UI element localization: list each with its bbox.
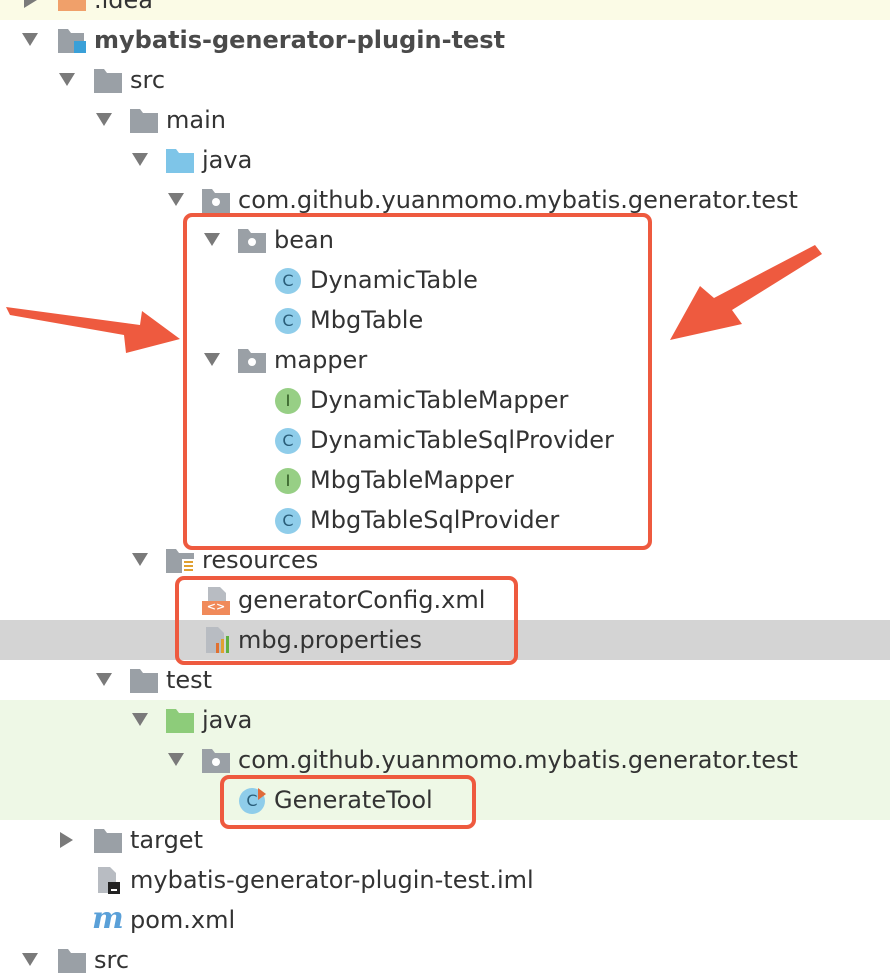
tree-row-idea[interactable]: .idea [0, 0, 890, 20]
tree-row-generator-config[interactable]: <> generatorConfig.xml [0, 580, 890, 620]
tree-item-label: com.github.yuanmomo.mybatis.generator.te… [238, 186, 798, 214]
folder-icon [58, 947, 86, 973]
tree-item-label: src [94, 946, 130, 974]
tree-row-dynamic-table[interactable]: C DynamicTable [0, 260, 890, 300]
tree-item-label: main [166, 106, 226, 134]
tree-item-label: java [202, 706, 253, 734]
tree-row-mbg-table-mapper[interactable]: I MbgTableMapper [0, 460, 890, 500]
package-icon [202, 747, 230, 773]
collapse-arrow-icon[interactable] [204, 233, 220, 246]
red-arrow-right-icon [670, 245, 822, 340]
tree-row-src[interactable]: src [0, 60, 890, 100]
collapse-arrow-icon[interactable] [168, 193, 184, 206]
folder-icon [94, 827, 122, 853]
tree-row-main[interactable]: main [0, 100, 890, 140]
xml-file-icon: <> [202, 587, 230, 615]
runnable-class-icon: C [238, 787, 266, 814]
tree-item-label: mybatis-generator-plugin-test.iml [130, 866, 534, 894]
collapse-arrow-icon[interactable] [132, 553, 148, 566]
highlight-box-generate-tool [220, 775, 476, 829]
tree-item-label: MbgTableMapper [310, 466, 514, 494]
class-icon: C [274, 507, 302, 534]
folder-icon [130, 107, 158, 133]
interface-icon: I [274, 387, 302, 414]
tree-row-mbg-table[interactable]: C MbgTable [0, 300, 890, 340]
folder-icon [94, 67, 122, 93]
tree-item-label: bean [274, 226, 334, 254]
class-icon: C [274, 267, 302, 294]
class-icon: C [274, 307, 302, 334]
tree-row-generate-tool[interactable]: C GenerateTool [0, 780, 890, 820]
package-icon [238, 227, 266, 253]
collapse-arrow-icon[interactable] [168, 753, 184, 766]
collapse-arrow-icon[interactable] [204, 353, 220, 366]
tree-item-label: java [202, 146, 253, 174]
tree-row-mbg-properties[interactable]: mbg.properties [0, 620, 890, 660]
tree-row-bean[interactable]: bean [0, 220, 890, 260]
source-folder-icon [166, 147, 194, 173]
tree-row-dynamic-table-sql-provider[interactable]: C DynamicTableSqlProvider [0, 420, 890, 460]
collapse-arrow-icon[interactable] [132, 153, 148, 166]
tree-row-target[interactable]: target [0, 820, 890, 860]
module-folder-icon [58, 27, 86, 53]
tree-row-package-test[interactable]: com.github.yuanmomo.mybatis.generator.te… [0, 740, 890, 780]
tree-item-label: resources [202, 546, 319, 574]
resources-folder-icon [166, 547, 194, 573]
tree-row-iml[interactable]: mybatis-generator-plugin-test.iml [0, 860, 890, 900]
collapse-arrow-icon[interactable] [22, 33, 38, 46]
tree-row-pom[interactable]: m pom.xml [0, 900, 890, 940]
tree-row-resources[interactable]: resources [0, 540, 890, 580]
collapse-arrow-icon[interactable] [132, 713, 148, 726]
class-icon: C [274, 427, 302, 454]
tree-row-package-main[interactable]: com.github.yuanmomo.mybatis.generator.te… [0, 180, 890, 220]
tree-item-label: MbgTable [310, 306, 424, 334]
folder-icon [58, 0, 86, 13]
tree-item-label: mbg.properties [238, 626, 422, 654]
test-source-folder-icon [166, 707, 194, 733]
tree-item-label: GenerateTool [274, 786, 433, 814]
maven-icon: m [92, 901, 124, 936]
collapse-arrow-icon[interactable] [59, 73, 75, 86]
tree-row-mbg-table-sql-provider[interactable]: C MbgTableSqlProvider [0, 500, 890, 540]
collapse-arrow-icon[interactable] [96, 673, 112, 686]
tree-item-label: mapper [274, 346, 368, 374]
folder-icon [130, 667, 158, 693]
red-arrow-left-icon [6, 307, 180, 353]
expand-arrow-icon[interactable] [24, 0, 37, 8]
tree-row-mapper[interactable]: mapper [0, 340, 890, 380]
tree-row-dynamic-table-mapper[interactable]: I DynamicTableMapper [0, 380, 890, 420]
interface-icon: I [274, 467, 302, 494]
tree-row-java-test[interactable]: java [0, 700, 890, 740]
highlight-box-resources [175, 576, 518, 665]
tree-row-test[interactable]: test [0, 660, 890, 700]
package-icon [202, 187, 230, 213]
tree-item-label: .idea [94, 0, 154, 14]
tree-item-label: src [130, 66, 166, 94]
collapse-arrow-icon[interactable] [96, 113, 112, 126]
tree-item-label: MbgTableSqlProvider [310, 506, 560, 534]
tree-item-label: DynamicTable [310, 266, 478, 294]
tree-item-label: test [166, 666, 213, 694]
tree-row-project[interactable]: mybatis-generator-plugin-test [0, 20, 890, 60]
tree-row-src-bottom[interactable]: src [0, 940, 890, 980]
tree-item-label: DynamicTableMapper [310, 386, 569, 414]
properties-file-icon [202, 627, 230, 653]
collapse-arrow-icon[interactable] [22, 953, 38, 966]
module-file-icon [94, 867, 122, 894]
tree-item-label: com.github.yuanmomo.mybatis.generator.te… [238, 746, 798, 774]
tree-item-label: target [130, 826, 203, 854]
tree-item-label: pom.xml [130, 906, 236, 934]
expand-arrow-icon[interactable] [60, 832, 73, 848]
tree-row-java-main[interactable]: java [0, 140, 890, 180]
tree-item-label: DynamicTableSqlProvider [310, 426, 614, 454]
package-icon [238, 347, 266, 373]
tree-item-label: mybatis-generator-plugin-test [94, 26, 506, 54]
highlight-box-bean-mapper [183, 213, 652, 550]
tree-item-label: generatorConfig.xml [238, 586, 486, 614]
